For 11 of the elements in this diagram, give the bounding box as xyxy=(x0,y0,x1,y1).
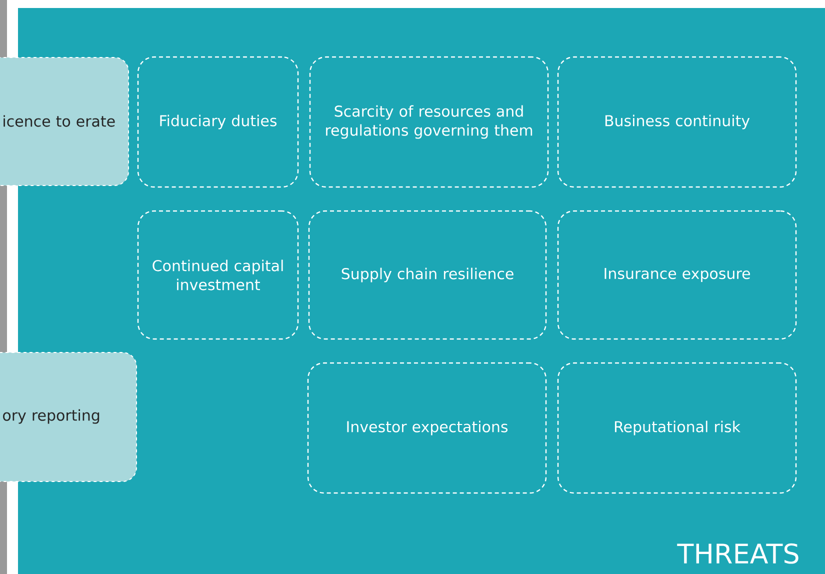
threat-box: Continued capital investment xyxy=(137,210,299,340)
threat-box: Investor expectations xyxy=(307,362,547,494)
threat-box: Scarcity of resources and regulations governing them xyxy=(309,56,549,188)
side-box: icence to erate xyxy=(0,57,129,186)
side-box: ory reporting xyxy=(0,352,137,482)
section-title: THREATS xyxy=(677,543,798,564)
threat-box: Fiduciary duties xyxy=(137,56,299,188)
threat-box: Supply chain resilience xyxy=(308,210,547,340)
threat-box: Reputational risk xyxy=(557,362,797,494)
threat-box: Business continuity xyxy=(557,56,797,188)
threat-box: Insurance exposure xyxy=(557,210,797,340)
